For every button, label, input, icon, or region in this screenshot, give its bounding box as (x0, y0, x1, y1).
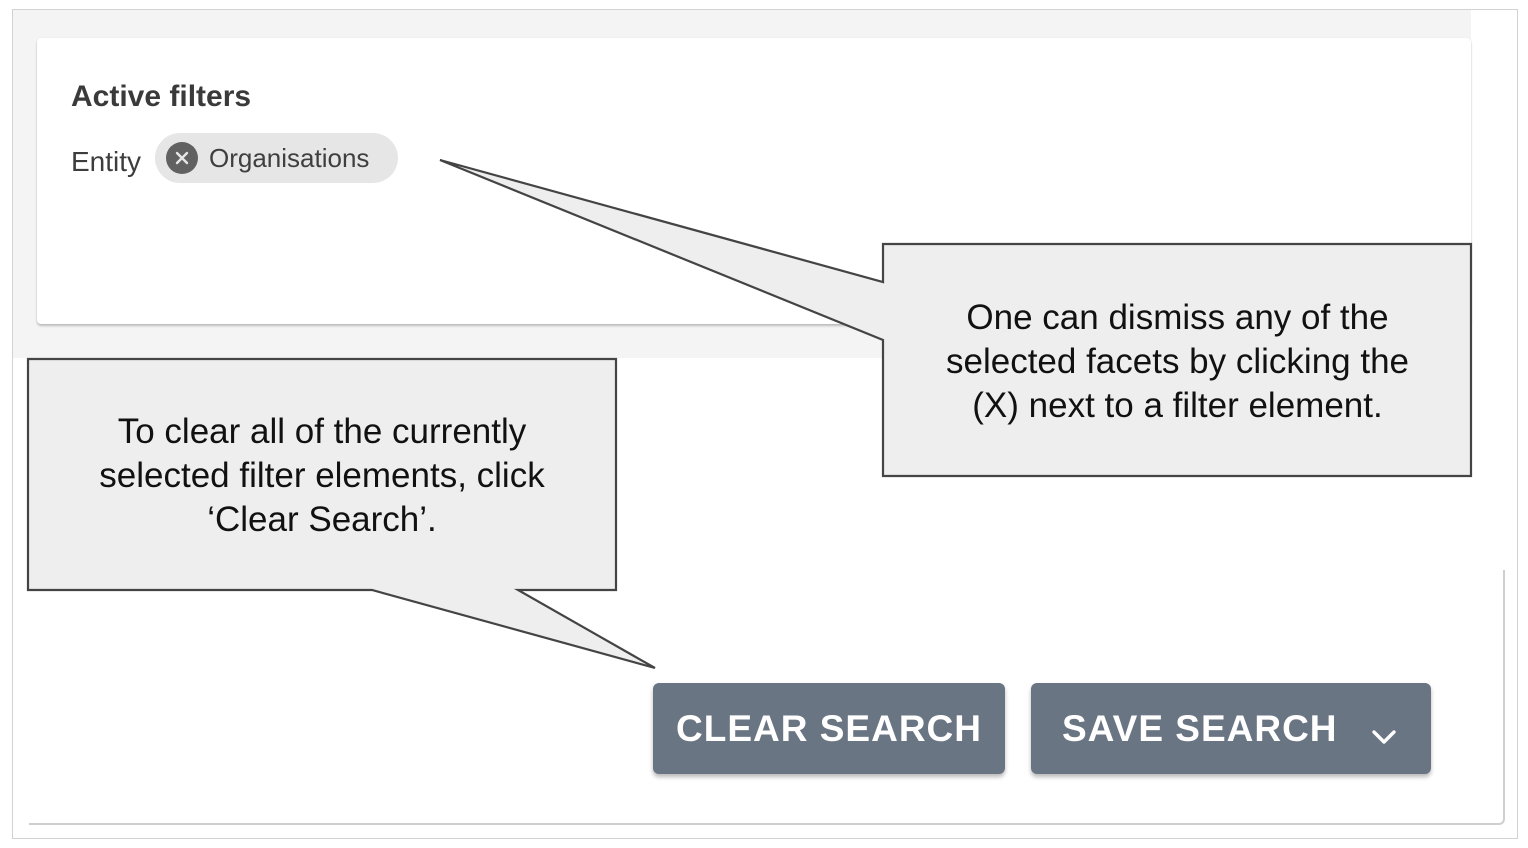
chevron-down-icon[interactable] (1371, 716, 1397, 758)
organisations-filter-chip: Organisations (155, 133, 398, 183)
close-circle-icon[interactable] (166, 142, 198, 174)
active-filters-title: Active filters (71, 80, 252, 113)
clear-callout-line: ‘Clear Search’. (207, 500, 437, 539)
clear-callout-bubble (26, 357, 656, 670)
clear-search-button[interactable]: CLEAR SEARCH (653, 683, 1005, 774)
search-actions-panel (29, 570, 1505, 825)
dismiss-callout-text: One can dismiss any of the selected face… (885, 296, 1470, 428)
save-search-label: SAVE SEARCH (1062, 707, 1338, 749)
clear-callout-line: selected filter elements, click (99, 456, 545, 495)
clear-callout-line: To clear all of the currently (117, 412, 527, 451)
dismiss-callout-bubble (439, 158, 1473, 478)
dismiss-callout-line: One can dismiss any of the (966, 298, 1389, 337)
save-search-button[interactable]: SAVE SEARCH (1031, 683, 1431, 774)
dismiss-callout-line: selected facets by clicking the (945, 342, 1409, 381)
dismiss-callout-line: (X) next to a filter element. (972, 386, 1383, 425)
entity-facet-label: Entity (71, 146, 142, 177)
clear-search-label: CLEAR SEARCH (676, 707, 982, 749)
clear-callout-text: To clear all of the currently selected f… (30, 410, 614, 542)
chip-label: Organisations (209, 142, 370, 173)
